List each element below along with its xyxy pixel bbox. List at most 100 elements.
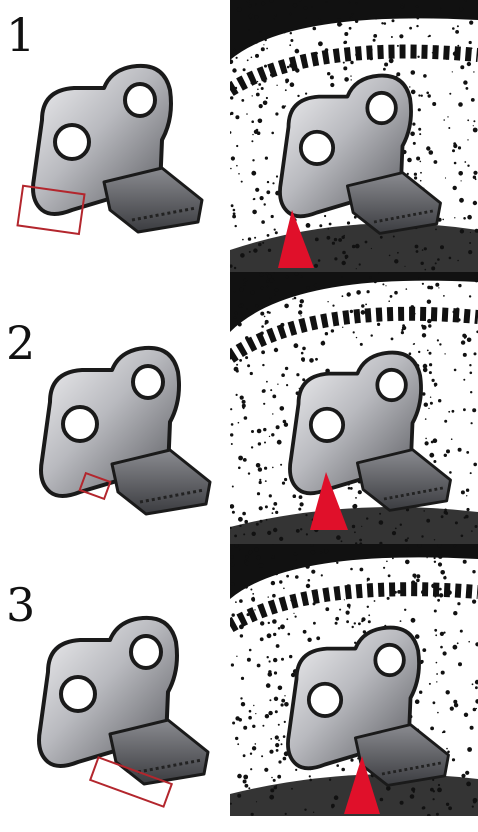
- wood-chip: [255, 713, 256, 714]
- wood-chip: [463, 560, 467, 564]
- wood-chip: [435, 634, 437, 636]
- wood-chip: [275, 112, 278, 115]
- wood-chip: [467, 215, 472, 220]
- wood-chip: [269, 660, 271, 662]
- wood-chip: [409, 86, 410, 87]
- wood-chip: [437, 788, 442, 793]
- wood-chip: [452, 758, 455, 761]
- wood-chip: [469, 242, 471, 244]
- wood-chip: [354, 531, 356, 533]
- wood-chip: [267, 311, 270, 314]
- wood-chip: [426, 519, 430, 523]
- wood-chip: [274, 697, 278, 701]
- wood-chip: [446, 748, 448, 750]
- wood-chip: [443, 576, 446, 579]
- wood-chip: [239, 549, 240, 550]
- wood-chip: [413, 142, 416, 145]
- wood-chip: [379, 513, 381, 515]
- wood-chip: [248, 14, 252, 18]
- wood-chip: [473, 800, 476, 803]
- wood-chip: [458, 102, 463, 107]
- wood-chip: [242, 400, 246, 404]
- wood-chip: [433, 798, 435, 800]
- wood-chip: [341, 768, 345, 772]
- wood-chip: [256, 801, 257, 802]
- wood-chip: [285, 105, 286, 106]
- wood-chip: [235, 601, 237, 603]
- wood-chip: [472, 570, 475, 573]
- wood-chip: [454, 369, 457, 372]
- wood-chip: [302, 347, 306, 351]
- wood-chip: [260, 196, 264, 200]
- wood-chip: [265, 157, 268, 160]
- wood-chip: [263, 403, 265, 405]
- wood-chip: [397, 45, 399, 47]
- wood-chip: [465, 771, 469, 775]
- wood-chip: [413, 45, 417, 49]
- wood-chip: [296, 529, 300, 533]
- wood-chip: [419, 691, 422, 694]
- step-3-row: 3: [0, 544, 478, 816]
- wood-chip: [311, 7, 312, 8]
- wood-chip: [392, 19, 395, 22]
- wood-chip: [321, 574, 323, 576]
- wood-chip: [418, 278, 421, 281]
- wood-chip: [262, 389, 266, 393]
- wood-chip: [429, 352, 432, 355]
- wood-chip: [270, 389, 272, 391]
- wood-chip: [422, 807, 425, 810]
- wood-chip: [270, 788, 274, 792]
- wood-chip: [278, 686, 283, 691]
- wood-chip: [347, 292, 351, 296]
- wood-chip: [342, 327, 343, 328]
- wood-chip: [475, 525, 478, 528]
- wood-chip: [234, 291, 236, 293]
- wood-chip: [415, 245, 419, 249]
- wood-chip: [289, 655, 292, 658]
- wood-chip: [243, 754, 246, 757]
- wood-chip: [238, 322, 242, 326]
- wood-chip: [266, 190, 270, 194]
- wood-chip: [240, 614, 244, 618]
- wood-chip: [397, 590, 401, 594]
- wood-chip: [435, 45, 436, 46]
- wood-chip: [447, 116, 448, 117]
- wood-chip: [411, 70, 416, 75]
- wood-chip: [420, 172, 422, 174]
- wood-chip: [446, 449, 450, 453]
- wood-chip: [395, 14, 399, 18]
- wood-chip: [444, 353, 445, 354]
- wood-chip: [267, 656, 269, 658]
- wood-chip: [236, 165, 238, 167]
- wood-chip: [247, 364, 250, 367]
- wood-chip: [238, 517, 243, 522]
- wood-chip: [238, 422, 240, 424]
- wood-chip: [234, 535, 237, 538]
- wood-chip: [249, 649, 252, 652]
- wood-chip: [299, 495, 303, 499]
- wood-chip: [329, 223, 332, 226]
- step-1-chain-link-illustration: [12, 40, 217, 260]
- wood-chip: [248, 237, 251, 240]
- wood-chip: [450, 707, 454, 711]
- wood-chip: [296, 373, 299, 376]
- wood-chip: [251, 813, 254, 816]
- wood-chip: [463, 379, 465, 381]
- wood-chip: [463, 217, 466, 220]
- wood-chip: [469, 21, 473, 25]
- wood-chip: [446, 803, 449, 806]
- wood-chip: [436, 49, 438, 51]
- wood-chip: [295, 68, 299, 72]
- wood-chip: [263, 79, 267, 83]
- wood-chip: [355, 20, 358, 23]
- wood-chip: [294, 272, 298, 276]
- wood-chip: [305, 564, 309, 568]
- wood-chip: [429, 150, 434, 155]
- wood-chip: [240, 253, 245, 258]
- wood-chip: [298, 310, 302, 314]
- wood-chip: [313, 602, 316, 605]
- wood-chip: [266, 280, 269, 283]
- wood-chip: [356, 290, 361, 295]
- wood-chip: [279, 537, 283, 541]
- wood-chip: [466, 87, 469, 90]
